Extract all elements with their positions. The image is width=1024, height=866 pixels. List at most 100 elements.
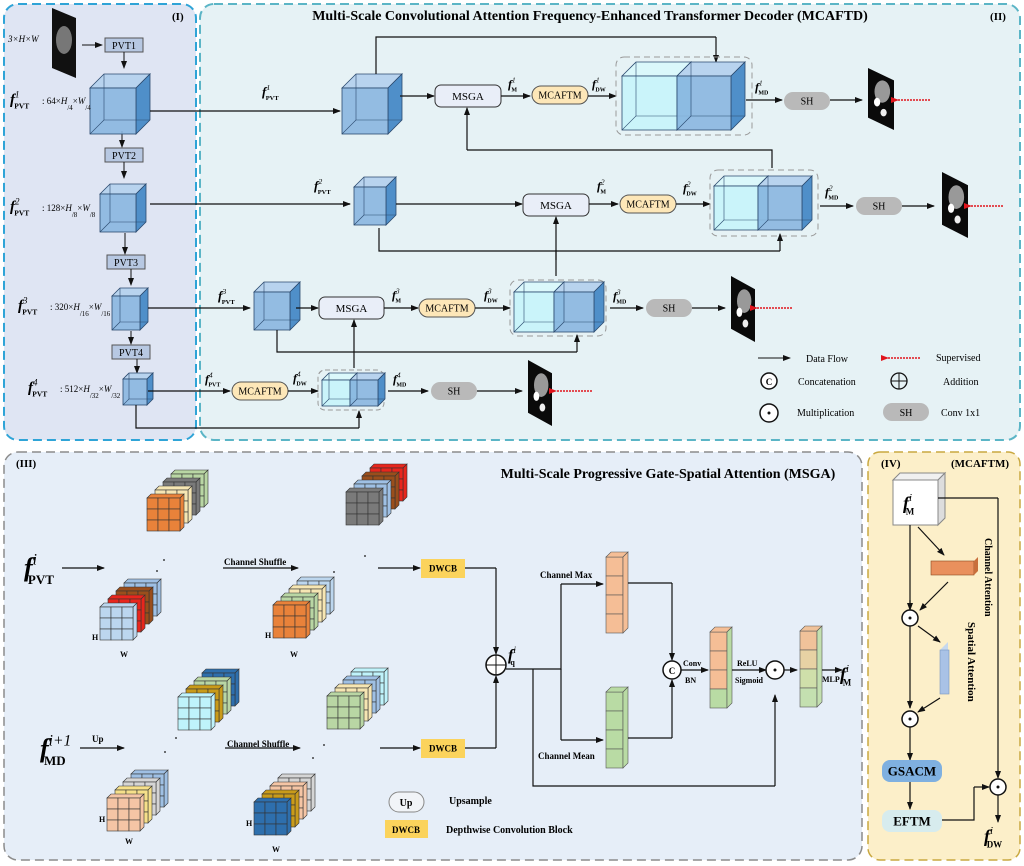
channel-cell (110, 617, 123, 630)
ca-side (974, 557, 978, 575)
panel-decoder: Multi-Scale Convolutional Attention Freq… (135, 3, 1021, 441)
channel-shuffle-label-1: Channel Shuffle (224, 557, 286, 567)
channel-top (170, 469, 209, 475)
channel-cell (283, 615, 296, 628)
channel-shuffle-label-2: Channel Shuffle (227, 739, 289, 749)
channel-top (114, 785, 153, 791)
channel-side (305, 600, 311, 639)
mcaftm-block-2-label: MCAFTM (626, 200, 669, 211)
flow-arrow (919, 581, 949, 611)
sa-front (939, 649, 950, 695)
vector-cell (709, 650, 728, 671)
mask-organ (737, 289, 752, 313)
eftm-block-label: EFTM (893, 814, 931, 829)
msga-block-1: MSGA (434, 84, 502, 108)
cube-side (801, 175, 813, 231)
channel-side (310, 773, 316, 812)
spatial-attention-map (939, 642, 950, 695)
prediction-mask-4 (528, 360, 552, 426)
mcaftm-block-1-label: MCAFTM (538, 91, 581, 102)
ct-brain-shape (56, 26, 72, 54)
fused-cube-dark-2 (757, 175, 813, 231)
channel-max-label: Channel Max (540, 570, 593, 580)
fused-cube-4 (317, 369, 386, 411)
cube-hidden-edge (321, 398, 330, 407)
channel-cell (106, 808, 119, 821)
channel-cell (345, 513, 358, 526)
mcaftm-block-1-shape (531, 85, 589, 105)
channel-cell (272, 615, 285, 628)
dwcb-block-2: DWCB (421, 739, 465, 758)
ellipsis-dot (312, 757, 314, 759)
dwcb-legend-label: DWCB (392, 825, 420, 835)
gsacm-block-label: GSACM (888, 764, 936, 779)
sh-block-4: SH (431, 382, 477, 400)
mask-lesion (880, 108, 887, 117)
cube-hidden-edge (713, 219, 725, 231)
panel-tag-mcaftm: (IV) (881, 458, 901, 470)
cube-hidden-edge (89, 119, 105, 135)
encoder-cube-2 (99, 183, 147, 233)
mcaftm-title: (MCAFTM) (951, 458, 1009, 470)
mask-lesion (742, 319, 749, 328)
up-legend-box (388, 791, 425, 813)
sh-block-1: SH (784, 92, 830, 110)
channel-side (367, 683, 373, 722)
vector-side (816, 625, 823, 708)
cube-hidden-edge (349, 398, 358, 407)
channel-cell (121, 628, 134, 641)
mask-lesion (736, 307, 743, 317)
feature-stack-pvt-bottom (99, 578, 162, 641)
ellipsis-dot (163, 559, 165, 561)
fused-cube-3 (509, 279, 607, 337)
pvt2-block: PVT2 (104, 147, 144, 163)
msga-title: Multi-Scale Progressive Gate-Spatial Att… (501, 467, 836, 482)
multiply-dot (908, 616, 912, 620)
channel-cell (146, 508, 159, 521)
channel-side (132, 602, 138, 641)
channel-cell (128, 819, 141, 832)
shuffled-stack-md-top (326, 667, 389, 730)
dwcb-legend-box (385, 820, 428, 838)
channel-side (203, 469, 209, 508)
channel-side (386, 479, 392, 518)
multiply-dot (908, 717, 912, 721)
input-feature-cube (891, 471, 947, 527)
legend-concatenation: Concatenation (798, 377, 856, 388)
channel-top (288, 584, 327, 590)
channel-mean-label: Channel Mean (538, 751, 595, 761)
channel-top (201, 668, 240, 674)
mlp-label: MLP (822, 675, 840, 684)
ellipsis-dot (323, 744, 325, 746)
channel-top (162, 477, 201, 483)
sh-block-2-label: SH (873, 202, 886, 213)
mask-organ (948, 185, 965, 209)
channel-cell (356, 491, 369, 504)
channel-cell (275, 801, 288, 814)
fused-cube-dark-3 (553, 281, 605, 333)
cube-front (353, 186, 387, 226)
channel-cell (348, 706, 361, 719)
fused-cube-1 (615, 56, 753, 136)
input-size-label: 3×H×W (7, 34, 40, 44)
panel-tag-encoder: (I) (172, 11, 184, 23)
vector-side (622, 686, 629, 769)
sh-block-3: SH (646, 299, 692, 317)
feature-channel (345, 487, 384, 526)
dwcb-block-2-label: DWCB (429, 744, 457, 754)
dimension-label: H (246, 819, 253, 828)
channel-top (361, 471, 400, 477)
channel-attention-label: Channel Attention (982, 538, 993, 617)
channel-cell (283, 604, 296, 617)
channel-top (334, 683, 373, 689)
dimension-label: W (125, 837, 133, 846)
channel-cell (121, 606, 134, 619)
channel-cell (272, 604, 285, 617)
channel-cell (337, 717, 350, 730)
